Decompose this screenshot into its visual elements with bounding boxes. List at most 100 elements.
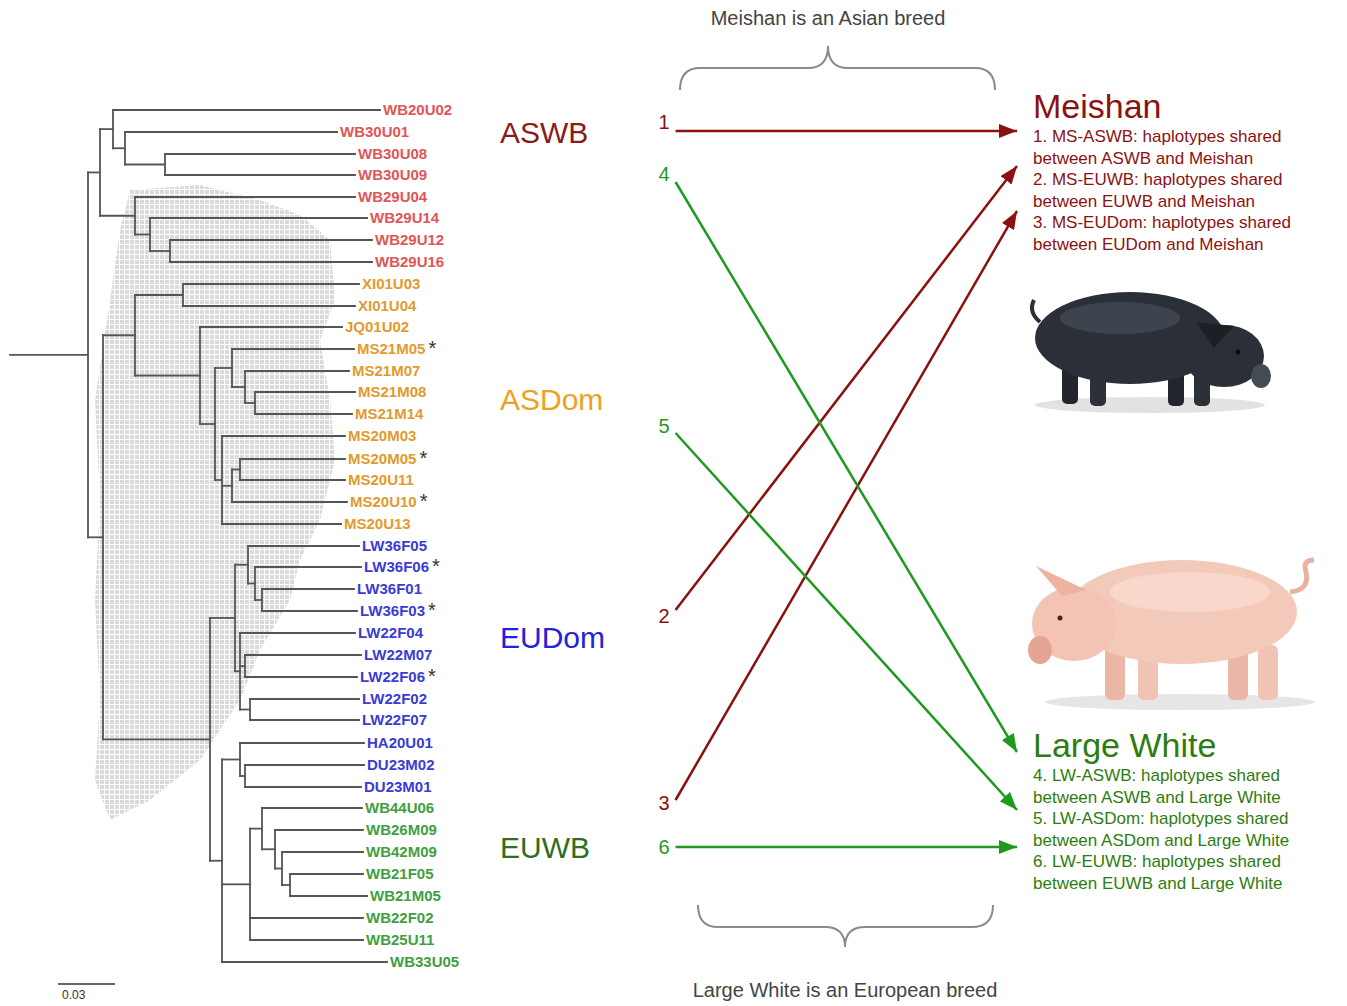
tree-branch: [245, 402, 255, 404]
pig-tail: [1290, 560, 1314, 592]
tree-branch: [183, 283, 359, 285]
leaf-label: LW36F03: [360, 602, 425, 620]
breed-box: Meishan1. MS-ASWB: haplotypes shared bet…: [1017, 86, 1333, 255]
tree-branch: [222, 883, 250, 885]
asterisk: *: [420, 492, 428, 510]
tree-branch: [222, 759, 240, 761]
tree-branch: [232, 469, 240, 471]
leaf-label: MS21M14: [355, 405, 423, 423]
tree-branch: [88, 536, 103, 538]
leaf-label: WB30U01: [340, 123, 409, 141]
callout-number: 3: [654, 791, 673, 815]
callout-number: 2: [654, 604, 673, 628]
tree-branch: [200, 423, 215, 425]
leaf-label: LW22F07: [362, 711, 427, 729]
pig-eye: [1058, 616, 1063, 621]
tree-branch: [100, 128, 113, 130]
tree-branch: [113, 147, 125, 149]
tree-branch: [290, 895, 367, 897]
leaf-label: LW22F06: [360, 668, 425, 686]
tree-branch: [262, 588, 354, 590]
leaf-label: WB26M09: [366, 821, 437, 839]
leaf-label: LW36F06: [364, 558, 429, 576]
tree-branch: [248, 545, 359, 547]
pig-ear: [1036, 566, 1086, 596]
tree-branch: [240, 709, 250, 711]
pig-ear: [1196, 322, 1234, 348]
scale-label: 0.03: [62, 988, 85, 1002]
pig-leg: [1258, 645, 1278, 700]
tree-branch: [232, 386, 245, 388]
leaf-label: WB33U05: [390, 953, 459, 971]
scale-bar: [58, 983, 115, 985]
pig-eye: [1236, 350, 1241, 355]
tree-branch: [235, 670, 240, 672]
leaf-label: MS20U13: [344, 515, 411, 533]
list-item: 5. LW-ASDom: haplotypes shared between A…: [1033, 808, 1333, 851]
group-label: ASDom: [500, 383, 603, 417]
arrow: [676, 846, 1017, 849]
tree-branch: [170, 261, 372, 263]
leaf-label: WB44U06: [365, 799, 434, 817]
number-text: 4: [658, 162, 669, 186]
leaf-label: WB20U02: [383, 101, 452, 119]
tree-branch: [103, 738, 210, 740]
tree-branch: [215, 479, 222, 481]
leaf-label: WB29U16: [375, 253, 444, 271]
list-item: 1. MS-ASWB: haplotypes shared between AS…: [1033, 126, 1333, 169]
leaf-label: DU23M02: [367, 756, 435, 774]
tree-branch: [240, 665, 245, 667]
tree-branch: [222, 485, 232, 487]
pig-snout: [1251, 364, 1271, 388]
number-text: 5: [658, 414, 669, 438]
number-text: 2: [658, 604, 669, 628]
tree-branch: [250, 917, 363, 919]
callout-number: 4: [654, 162, 673, 186]
arrow: [676, 433, 1017, 810]
tree-branch: [250, 939, 363, 941]
tree-branch: [150, 217, 367, 219]
group-label: EUWB: [500, 831, 590, 865]
list-item: 6. LW-EUWB: haplotypes shared between EU…: [1033, 851, 1333, 894]
leaf-label: LW22M07: [364, 646, 432, 664]
tree-branch: [170, 239, 372, 241]
tree-branch: [250, 698, 359, 700]
tree-branch: [275, 868, 282, 870]
tree-branch: [222, 523, 341, 525]
leaf-label: WB29U14: [370, 209, 439, 227]
tree-branch: [88, 172, 100, 174]
leaf-label: WB25U11: [366, 931, 434, 949]
leaf-label: XI01U04: [358, 297, 416, 315]
tree-branch: [255, 566, 361, 568]
tree-branch: [262, 610, 357, 612]
leaf-label: WB21F05: [366, 865, 434, 883]
tree-branch: [232, 501, 347, 503]
breed-heading: Meishan: [1033, 86, 1333, 126]
leaf-label: WB29U12: [375, 231, 444, 249]
asterisk: *: [428, 667, 436, 685]
leaf-label: DU23M01: [364, 778, 432, 796]
tree-branch: [125, 164, 165, 166]
black-pig: [1032, 292, 1271, 413]
pink-pig: [1028, 560, 1315, 710]
leaf-label: MS20M03: [348, 427, 416, 445]
tree-branch: [222, 961, 387, 963]
tree-branch: [250, 719, 359, 721]
asterisk: *: [432, 557, 440, 575]
tree-branch: [240, 632, 355, 634]
tree-branch: [135, 375, 200, 377]
tree-branch: [210, 860, 222, 862]
breed-heading: Large White: [1033, 725, 1333, 765]
arrow: [676, 130, 1017, 133]
leaf-label: LW22F02: [362, 690, 427, 708]
tree-branch: [248, 583, 255, 585]
arrow: [676, 211, 1017, 800]
tree-branch: [222, 435, 345, 437]
leaf-label: MS20U10: [350, 493, 417, 511]
group-label: ASWB: [500, 116, 588, 150]
leaf-label: XI01U03: [362, 275, 420, 293]
tree-branch: [125, 131, 337, 133]
number-text: 3: [658, 791, 669, 815]
tree-branch: [135, 196, 355, 198]
